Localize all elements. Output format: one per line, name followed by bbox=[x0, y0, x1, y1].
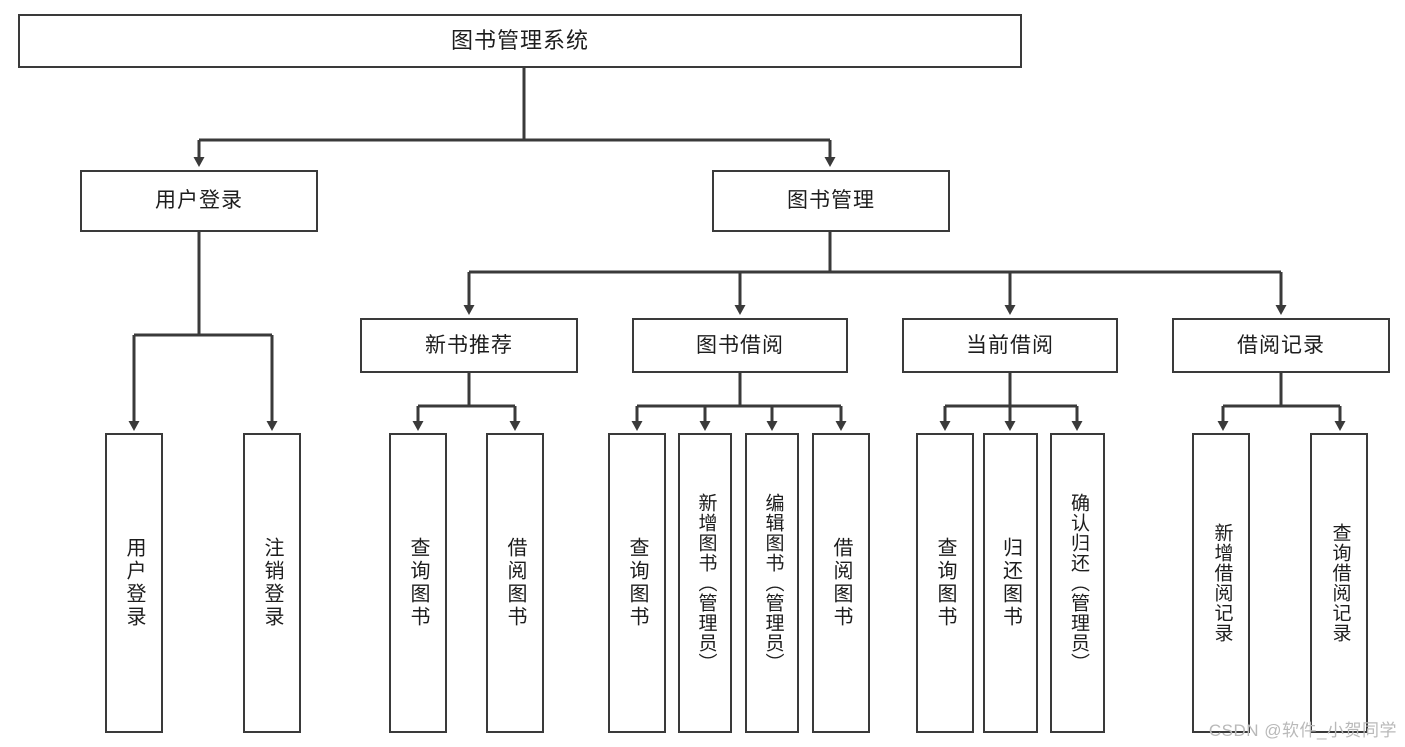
leaf-book-borrow-edit-book-admin[interactable]: 编辑图书（管理员） bbox=[745, 433, 799, 733]
leaf-book-borrow-query-book[interactable]: 查询图书 bbox=[608, 433, 666, 733]
watermark-text: CSDN @软件_小贺同学 bbox=[1208, 721, 1397, 740]
node-borrow-record[interactable]: 借阅记录 bbox=[1172, 318, 1390, 373]
node-current-borrow[interactable]: 当前借阅 bbox=[902, 318, 1118, 373]
leaf-borrow-record-query-record[interactable]: 查询借阅记录 bbox=[1310, 433, 1368, 733]
node-book-management[interactable]: 图书管理 bbox=[712, 170, 950, 232]
leaf-new-book-borrow-book[interactable]: 借阅图书 bbox=[486, 433, 544, 733]
leaf-current-borrow-return-book[interactable]: 归还图书 bbox=[983, 433, 1038, 733]
node-new-book-recommend[interactable]: 新书推荐 bbox=[360, 318, 578, 373]
leaf-borrow-record-add-record[interactable]: 新增借阅记录 bbox=[1192, 433, 1250, 733]
leaf-new-book-query-book[interactable]: 查询图书 bbox=[389, 433, 447, 733]
node-user-login[interactable]: 用户登录 bbox=[80, 170, 318, 232]
node-book-borrow[interactable]: 图书借阅 bbox=[632, 318, 848, 373]
node-root-book-management-system[interactable]: 图书管理系统 bbox=[18, 14, 1022, 68]
leaf-current-borrow-query-book[interactable]: 查询图书 bbox=[916, 433, 974, 733]
leaf-user-login-login[interactable]: 用户登录 bbox=[105, 433, 163, 733]
leaf-book-borrow-add-book-admin[interactable]: 新增图书（管理员） bbox=[678, 433, 732, 733]
leaf-current-borrow-confirm-return-admin[interactable]: 确认归还（管理员） bbox=[1050, 433, 1105, 733]
leaf-user-login-logout[interactable]: 注销登录 bbox=[243, 433, 301, 733]
leaf-book-borrow-borrow-book[interactable]: 借阅图书 bbox=[812, 433, 870, 733]
